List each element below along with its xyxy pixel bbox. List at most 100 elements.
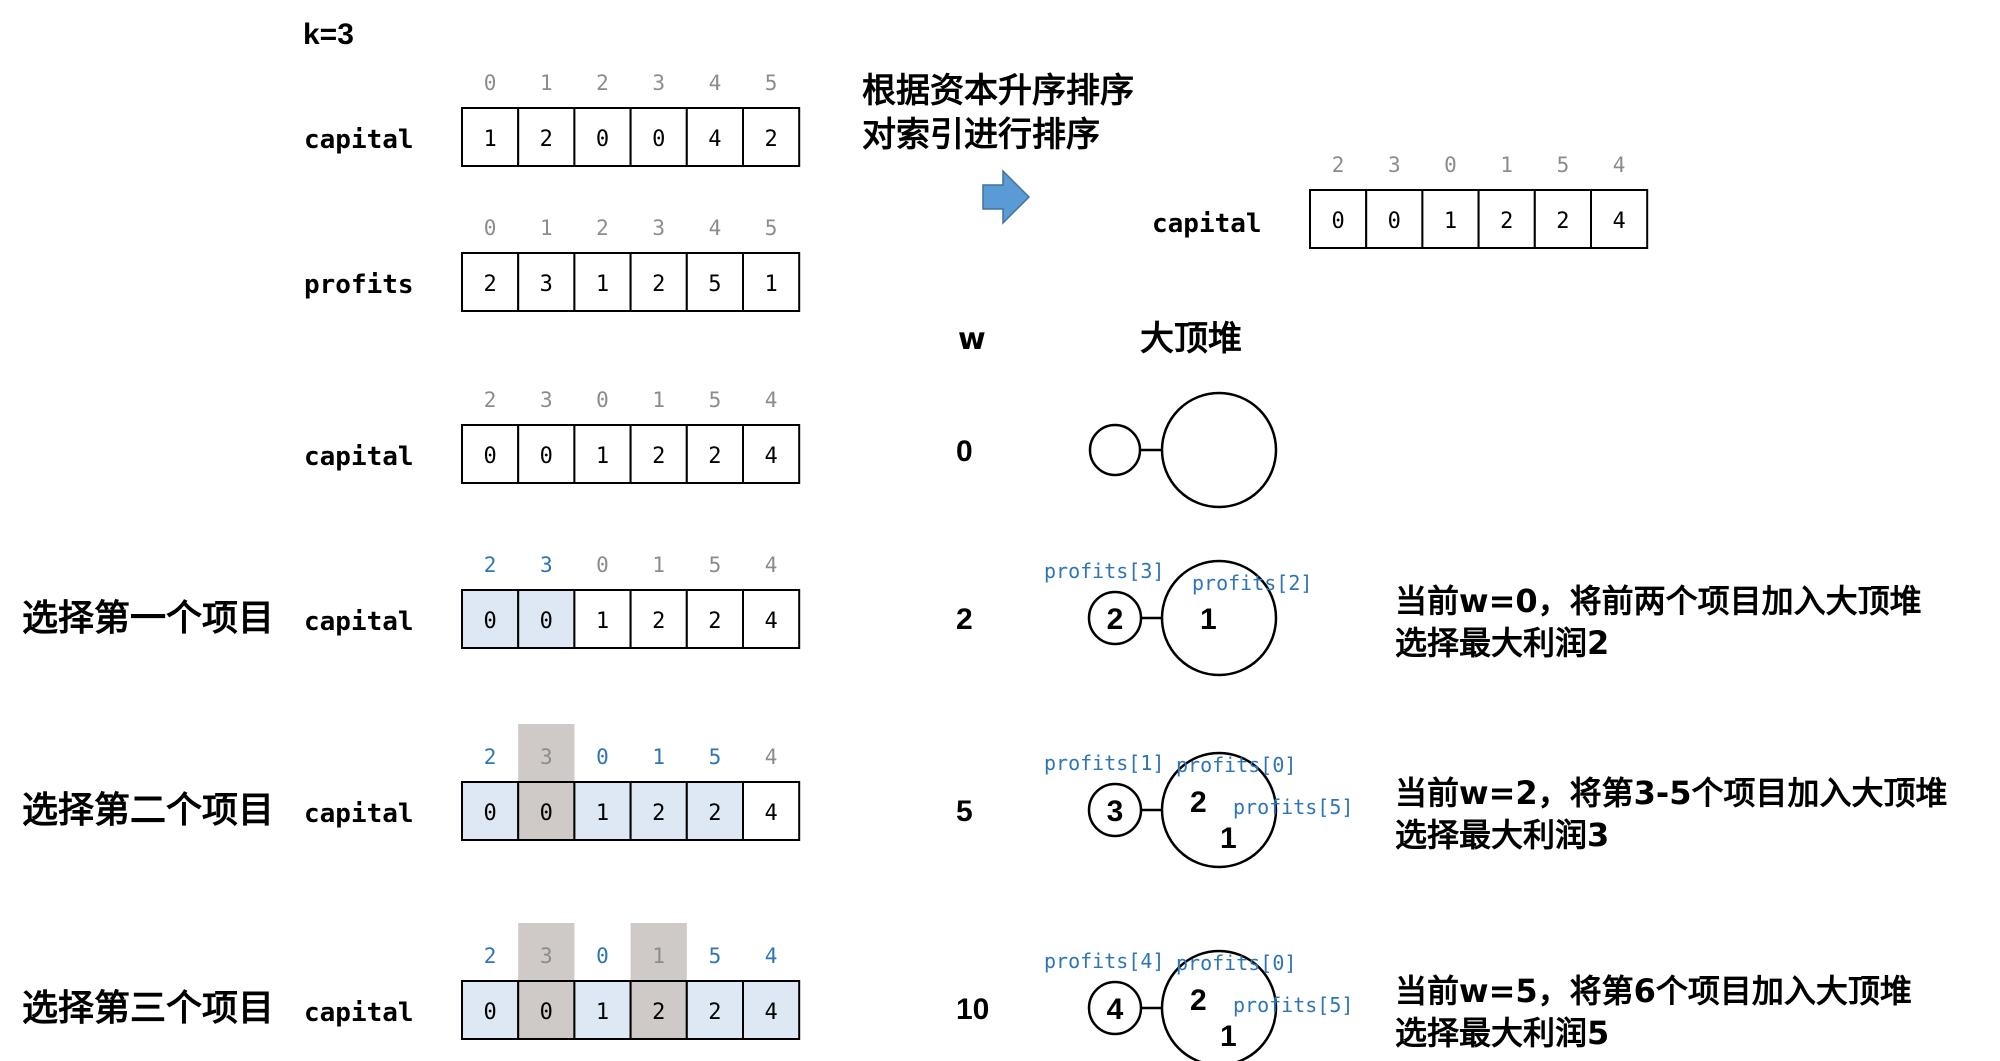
array-cell-value: 0: [483, 609, 496, 634]
array-cell: [461, 589, 520, 649]
heap-root-tag: profits[0]: [1176, 753, 1296, 777]
sorted-cell-value: 2: [1556, 209, 1569, 234]
array-cell: [742, 107, 801, 167]
array-cell: [685, 781, 744, 841]
array-index: 1: [652, 388, 665, 412]
heap-child-node: [1088, 423, 1142, 477]
array-cell-value: 0: [483, 444, 496, 469]
array-cell: [461, 980, 520, 1040]
array-cell-value: 0: [652, 127, 665, 152]
heap-root-value: 2: [1190, 984, 1207, 1017]
sorted-index: 2: [1332, 153, 1345, 177]
sorted-cell-value: 2: [1500, 209, 1513, 234]
w-value: 5: [956, 795, 973, 828]
array-cell-value: 0: [540, 1000, 553, 1025]
array-label: profits: [304, 270, 414, 300]
array-cell-value: 0: [596, 127, 609, 152]
array-cell: [573, 589, 632, 649]
step-note-line1: 当前w=2，将第3-5个项目加入大顶堆: [1395, 774, 1947, 812]
heap-child-tag: profits[4]: [1044, 949, 1164, 973]
array-cell: [461, 107, 520, 167]
array-cell-value: 2: [652, 801, 665, 826]
array-cell-value: 0: [540, 609, 553, 634]
used-index-shade: [630, 923, 687, 981]
array-cell: [629, 980, 688, 1040]
sorted-index: 0: [1444, 153, 1457, 177]
array-cell-value: 1: [596, 801, 609, 826]
array-index: 2: [596, 216, 609, 240]
right-arrow-icon: [982, 169, 1031, 225]
array-cell-value: 2: [652, 444, 665, 469]
heap-root-node: [1160, 559, 1278, 677]
array-cell: [517, 252, 576, 312]
step-title: 选择第三个项目: [22, 988, 274, 1029]
array-index: 0: [596, 553, 609, 577]
array-index: 3: [652, 71, 665, 95]
sorted-index: 4: [1613, 153, 1626, 177]
heap-root-second-tag: profits[5]: [1233, 795, 1353, 819]
step-note-line2: 选择最大利润2: [1395, 624, 1609, 662]
array-index: 4: [765, 944, 778, 968]
array-cell: [742, 589, 801, 649]
array-index: 1: [652, 553, 665, 577]
heap-child-tag: profits[1]: [1044, 751, 1164, 775]
array-index: 0: [596, 745, 609, 769]
heap-root-tag: profits[0]: [1176, 951, 1296, 975]
array-cell: [742, 252, 801, 312]
array-cell: [742, 424, 801, 484]
array-cell-value: 2: [708, 801, 721, 826]
step-note-line2: 选择最大利润5: [1395, 1014, 1609, 1052]
array-label: capital: [304, 607, 414, 637]
array-cell-value: 2: [652, 609, 665, 634]
sorted-index: 1: [1500, 153, 1513, 177]
sorted-index: 3: [1388, 153, 1401, 177]
array-cell-value: 2: [540, 127, 553, 152]
array-cell-value: 4: [764, 1000, 777, 1025]
array-cell: [573, 980, 632, 1040]
sorted-cell: [1421, 189, 1480, 249]
w-value: 2: [956, 603, 973, 636]
array-index: 5: [709, 388, 722, 412]
array-cell: [517, 107, 576, 167]
array-cell-value: 0: [483, 1000, 496, 1025]
array-index: 0: [596, 944, 609, 968]
used-index-shade: [518, 923, 575, 981]
sort-note-line2: 对索引进行排序: [862, 115, 1100, 155]
array-index: 2: [484, 745, 497, 769]
array-index: 0: [484, 216, 497, 240]
array-index: 5: [709, 745, 722, 769]
w-value: 10: [956, 993, 989, 1026]
heap-root-second-value: 1: [1220, 822, 1237, 855]
array-cell: [629, 424, 688, 484]
heap-root-node: [1160, 391, 1278, 509]
heap-child-tag: profits[3]: [1044, 559, 1164, 583]
k-label: k=3: [303, 18, 354, 51]
array-index: 2: [484, 388, 497, 412]
array-index: 0: [484, 71, 497, 95]
array-cell-value: 2: [708, 1000, 721, 1025]
array-index: 2: [484, 553, 497, 577]
array-cell-value: 2: [708, 444, 721, 469]
array-cell-value: 0: [483, 801, 496, 826]
array-cell: [517, 781, 576, 841]
used-index-shade: [518, 724, 575, 782]
array-index: 0: [596, 388, 609, 412]
array-cell: [461, 781, 520, 841]
array-cell-value: 4: [708, 127, 721, 152]
array-index: 1: [540, 71, 553, 95]
step-note-line1: 当前w=0，将前两个项目加入大顶堆: [1395, 582, 1922, 620]
heap-child-value: 3: [1107, 795, 1124, 828]
array-cell: [629, 589, 688, 649]
array-cell-value: 2: [652, 272, 665, 297]
array-cell-value: 4: [764, 609, 777, 634]
array-cell: [573, 252, 632, 312]
array-cell-value: 0: [540, 444, 553, 469]
array-index: 4: [709, 71, 722, 95]
array-index: 2: [596, 71, 609, 95]
